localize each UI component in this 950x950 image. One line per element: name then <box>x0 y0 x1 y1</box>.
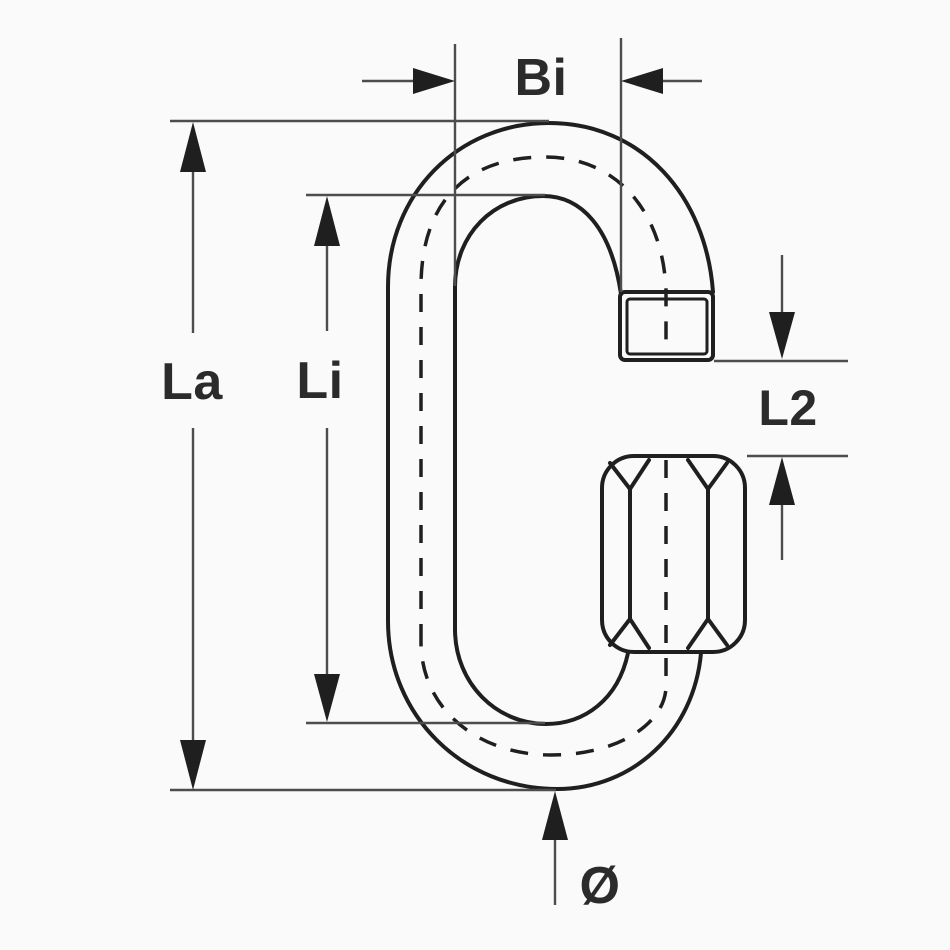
sleeve-nut <box>600 454 747 654</box>
link-inner-contour <box>453 194 630 726</box>
arrow-li-top <box>314 196 340 246</box>
arrow-l2-bottom <box>769 457 795 505</box>
arrow-la-top <box>180 122 206 172</box>
dimension-lines <box>170 38 848 905</box>
dimension-labels: Bi La Li L2 Ø <box>161 49 817 915</box>
label-l2: L2 <box>758 380 817 436</box>
link-outer-contour <box>386 121 715 791</box>
arrow-li-bottom <box>314 674 340 722</box>
nut-chamfer-bottom-left <box>608 617 651 650</box>
centerline-top-loop <box>419 155 668 642</box>
arrow-bi-left <box>413 68 455 94</box>
arrow-l2-top <box>769 312 795 359</box>
label-bi: Bi <box>515 49 568 107</box>
label-la: La <box>161 353 223 411</box>
centerline-bottom-loop <box>419 460 668 757</box>
arrow-diameter <box>542 791 568 840</box>
centerline <box>419 155 668 757</box>
arrow-bi-right <box>621 68 663 94</box>
label-diameter: Ø <box>580 857 621 915</box>
arrow-la-bottom <box>180 740 206 790</box>
quick-link-body <box>386 121 747 791</box>
label-li: Li <box>296 352 343 410</box>
nut-chamfer-top-right <box>686 458 729 491</box>
nut-chamfer-top-left <box>608 458 651 491</box>
arrowheads <box>180 68 795 840</box>
nut-outline <box>600 454 747 654</box>
nut-chamfer-bottom-right <box>686 617 729 650</box>
